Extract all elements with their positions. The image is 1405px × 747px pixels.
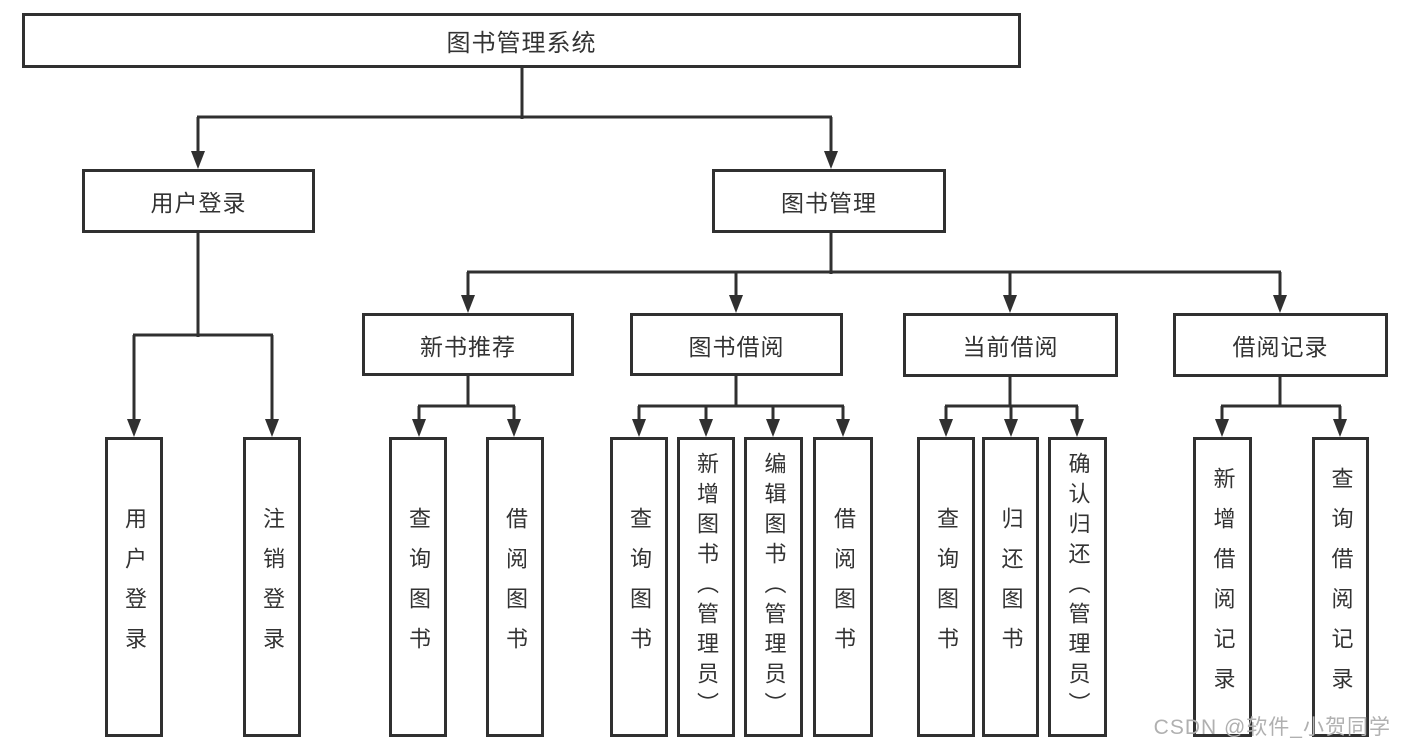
arrowhead — [461, 295, 475, 313]
connector-path — [132, 68, 1342, 421]
arrowhead — [1333, 419, 1347, 437]
leaf-label: 注销登录 — [260, 507, 285, 667]
node-book-borrow: 图书借阅 — [630, 313, 843, 376]
node-book-management: 图书管理 — [712, 169, 946, 233]
leaf-logout: 注销登录 — [243, 437, 301, 737]
leaf-br-add-record: 新增借阅记录 — [1193, 437, 1252, 737]
arrowhead — [127, 419, 141, 437]
arrowhead — [191, 151, 205, 169]
leaf-label: 新增图书（管理员） — [694, 452, 719, 722]
node-new-book-recommend: 新书推荐 — [362, 313, 574, 376]
leaf-bb-borrow-books: 借阅图书 — [813, 437, 873, 737]
leaf-bb-query-books: 查询图书 — [610, 437, 668, 737]
leaf-nbr-borrow-books: 借阅图书 — [486, 437, 544, 737]
node-user-login: 用户登录 — [82, 169, 315, 233]
leaf-label: 查询图书 — [934, 507, 959, 667]
arrowhead — [1215, 419, 1229, 437]
leaf-user-login: 用户登录 — [105, 437, 163, 737]
leaf-label: 借阅图书 — [831, 507, 856, 667]
leaf-label: 查询图书 — [406, 507, 431, 667]
arrowhead — [824, 151, 838, 169]
leaf-label: 新增借阅记录 — [1210, 467, 1236, 707]
arrowhead — [939, 419, 953, 437]
arrowhead — [1273, 295, 1287, 313]
leaf-cb-query-books: 查询图书 — [917, 437, 975, 737]
leaf-label: 查询图书 — [627, 507, 652, 667]
leaf-br-query-record: 查询借阅记录 — [1312, 437, 1369, 737]
arrowhead — [507, 419, 521, 437]
leaf-label: 编辑图书（管理员） — [761, 452, 787, 722]
arrowhead — [729, 295, 743, 313]
leaf-bb-add-books: 新增图书（管理员） — [677, 437, 735, 737]
leaf-label: 用户登录 — [122, 507, 147, 667]
arrowhead — [632, 419, 646, 437]
arrowhead — [412, 419, 426, 437]
arrowhead — [699, 419, 713, 437]
csdn-watermark: CSDN @软件_小贺同学 — [1153, 716, 1391, 739]
leaf-label: 归还图书 — [998, 507, 1024, 667]
node-root: 图书管理系统 — [22, 13, 1021, 68]
arrowhead — [1070, 419, 1084, 437]
arrowhead — [836, 419, 850, 437]
arrowhead — [265, 419, 279, 437]
leaf-label: 查询借阅记录 — [1328, 467, 1354, 707]
node-borrow-records: 借阅记录 — [1173, 313, 1388, 377]
leaf-cb-return-books: 归还图书 — [982, 437, 1039, 737]
node-current-borrow: 当前借阅 — [903, 313, 1118, 377]
leaf-label: 借阅图书 — [503, 507, 528, 667]
leaf-label: 确认归还（管理员） — [1065, 452, 1091, 722]
leaf-cb-confirm-return: 确认归还（管理员） — [1048, 437, 1107, 737]
arrowhead — [766, 419, 780, 437]
leaf-bb-edit-books: 编辑图书（管理员） — [744, 437, 803, 737]
arrowhead — [1004, 419, 1018, 437]
arrowhead — [1003, 295, 1017, 313]
leaf-nbr-query-books: 查询图书 — [389, 437, 447, 737]
